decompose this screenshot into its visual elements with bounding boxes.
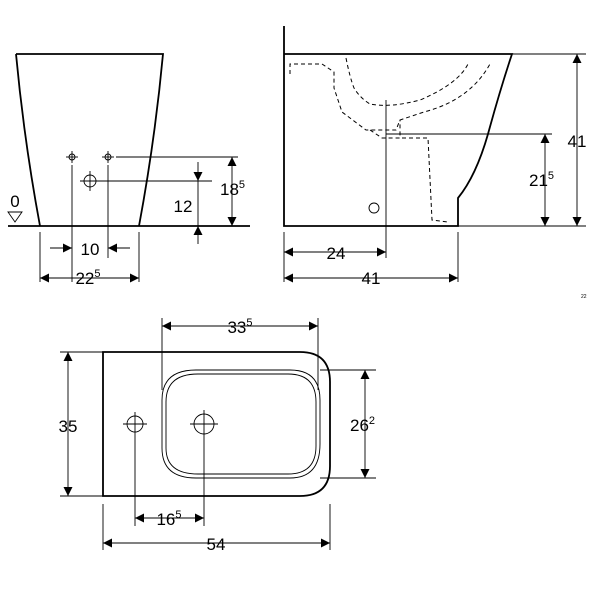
dim-side-total-depth: 41 <box>362 269 381 288</box>
outlet-hole <box>368 202 380 214</box>
dim-front-offset: 10 <box>81 240 100 259</box>
dim-side-outlet-height: 215 <box>529 170 554 190</box>
dim-side-total-height: 41 <box>568 132 587 151</box>
drain-hole <box>190 410 218 438</box>
dim-top-total-length: 54 <box>207 535 226 554</box>
front-view: 10 225 12 185 0 <box>7 53 250 288</box>
tap-hole-left <box>123 412 147 436</box>
side-bowl-contour <box>345 57 469 106</box>
top-bowl-inner <box>165 373 317 475</box>
dim-top-bowl-width: 262 <box>350 415 375 435</box>
front-body-outline <box>15 53 164 227</box>
dim-top-bowl-length: 335 <box>227 317 252 337</box>
tap-hole-marker-right <box>102 151 114 163</box>
dim-top-tap-offset: 165 <box>156 509 181 529</box>
dim-side-outlet-distance: 24 <box>327 244 346 263</box>
floor-level-label: 0 <box>10 192 19 211</box>
dim-front-height-outer: 185 <box>220 179 245 199</box>
drawing-code: 22 <box>581 294 587 300</box>
side-trap-contour <box>369 120 449 223</box>
side-inner-contour <box>289 63 491 131</box>
drain-hole-marker <box>80 171 100 191</box>
top-view: 335 35 262 165 54 <box>59 317 376 554</box>
side-view: 215 41 24 41 22 <box>283 26 587 300</box>
dim-front-height-inner: 12 <box>174 197 193 216</box>
floor-level-marker <box>7 211 23 223</box>
dim-front-width: 225 <box>75 268 100 288</box>
tap-hole-marker-left <box>66 151 78 163</box>
dim-top-width: 35 <box>59 417 78 436</box>
top-bowl-outline <box>161 369 321 479</box>
top-body-outline <box>102 351 331 497</box>
